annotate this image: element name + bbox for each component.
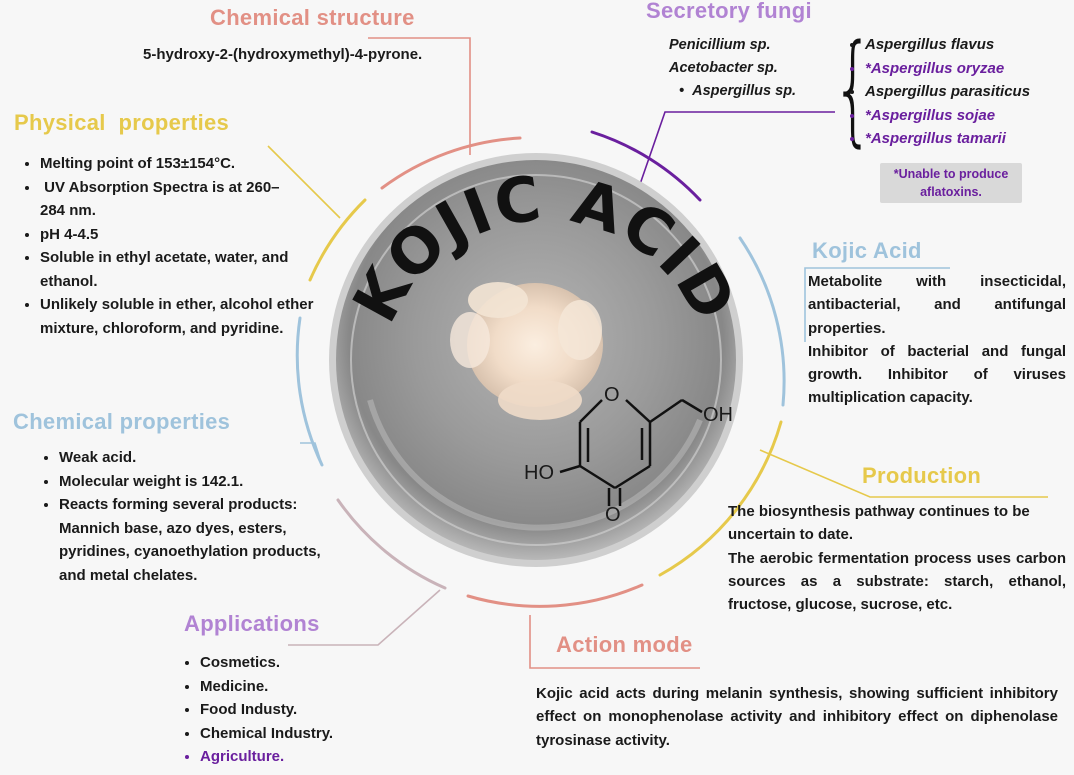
connector-physical-properties [267, 145, 341, 219]
action-mode-heading: Action mode [556, 632, 693, 657]
outer-ring [295, 130, 786, 608]
physical-property-item: Soluble in ethyl acetate, water, and eth… [40, 246, 315, 293]
kojic-acid-heading: Kojic Acid [812, 238, 922, 263]
connector-production [759, 449, 1048, 498]
connector-chemical-properties [300, 442, 323, 466]
physical-property-item: Melting point of 153±154°C. [40, 152, 315, 176]
production-paragraph-1: The biosynthesis pathway continues to be… [728, 503, 1030, 544]
arc-segment-chemical-structure [380, 136, 522, 190]
species-item: *Aspergillus oryzae [865, 57, 1074, 81]
connectors [267, 37, 1048, 669]
physical-property-item: UV Absorption Spectra is at 260–284 nm. [40, 176, 315, 223]
physical-property-item: Unlikely soluble in ether, alcohol ether… [40, 293, 315, 340]
arc-segment-chemical-properties [295, 316, 324, 467]
physical-property-item: pH 4-4.5 [40, 223, 315, 247]
species-item: *Aspergillus sojae [865, 104, 1074, 128]
genus-aspergillus-label: Aspergillus sp. [692, 83, 797, 99]
genus-aspergillus: • Aspergillus sp. [679, 83, 797, 99]
genus-penicillium: Penicillium sp. [669, 37, 771, 53]
connector-chemical-structure [368, 37, 471, 155]
species-item: Aspergillus flavus [865, 33, 1074, 57]
application-item: Cosmetics. [200, 651, 400, 675]
chemical-structure-heading: Chemical structure [210, 5, 415, 30]
species-brace: { [832, 20, 875, 159]
arc-segment-action-mode [466, 583, 644, 608]
arc-segment-applications [336, 498, 447, 590]
secretory-fungi-heading: Secretory fungi [646, 0, 812, 23]
application-item: Chemical Industry. [200, 722, 400, 746]
physical-properties-list: Melting point of 153±154°C. UV Absorptio… [18, 152, 315, 340]
aflatoxin-note: *Unable to produce aflatoxins. [880, 163, 1022, 203]
kojic-acid-paragraph-1: Metabolite with insecticidal, antibacter… [808, 273, 1066, 337]
connector-kojic-acid [804, 267, 950, 342]
molecule-bonds [559, 398, 703, 506]
aspergillus-species-list: Aspergillus flavus *Aspergillus oryzae A… [843, 33, 1074, 151]
physical-properties-heading: Physical properties [14, 110, 230, 135]
production-description: The biosynthesis pathway continues to be… [728, 500, 1066, 616]
atom-o-ring: O [604, 384, 620, 406]
genus-acetobacter: Acetobacter sp. [669, 60, 778, 76]
chemical-property-item: Molecular weight is 142.1. [59, 470, 351, 494]
powder-sample [450, 282, 603, 420]
chemical-properties-list: Weak acid. Molecular weight is 142.1. Re… [37, 446, 351, 587]
aflatoxin-note-line1: *Unable to produce [893, 167, 1009, 181]
chemical-properties-heading: Chemical properties [13, 409, 231, 434]
application-item: Food Industy. [200, 698, 400, 722]
chemical-structure-text: 5-hydroxy-2-(hydroxymethyl)-4-pyrone. [143, 46, 423, 63]
arc-segment-production [658, 420, 783, 577]
applications-list: Cosmetics. Medicine. Food Industy. Chemi… [178, 651, 400, 769]
chemical-property-item: Weak acid. [59, 446, 351, 470]
atom-ho-left: HO [524, 462, 554, 484]
arc-segment-secretory-fungi [590, 130, 702, 202]
arc-segment-physical-properties [308, 198, 367, 282]
kojic-acid-description: Metabolite with insecticidal, antibacter… [808, 270, 1066, 410]
chemical-property-item: Reacts forming several products: Mannich… [59, 493, 351, 587]
applications-heading: Applications [184, 611, 320, 636]
connector-action-mode [529, 615, 700, 669]
connector-applications [288, 589, 441, 646]
production-paragraph-2: The aerobic fermentation process uses ca… [728, 549, 1066, 614]
fungi-genera-list: Penicillium sp. Acetobacter sp. • Asperg… [655, 34, 815, 103]
kojic-acid-paragraph-2: Inhibitor of bacterial and fungal growth… [808, 342, 1066, 407]
species-item: *Aspergillus tamarii [865, 127, 1074, 151]
action-mode-text: Kojic acid acts during melanin synthesis… [536, 685, 1058, 749]
arc-segment-kojic-acid [738, 236, 786, 407]
atom-oh-top: OH [703, 404, 733, 426]
connector-secretory-fungi [637, 111, 835, 191]
production-heading: Production [862, 463, 982, 488]
species-item: Aspergillus parasiticus [865, 80, 1074, 104]
aflatoxin-note-line2: aflatoxins. [920, 185, 982, 199]
application-item: Medicine. [200, 675, 400, 699]
application-item-highlighted: Agriculture. [200, 745, 400, 769]
atom-o-carbonyl: O [605, 504, 621, 526]
